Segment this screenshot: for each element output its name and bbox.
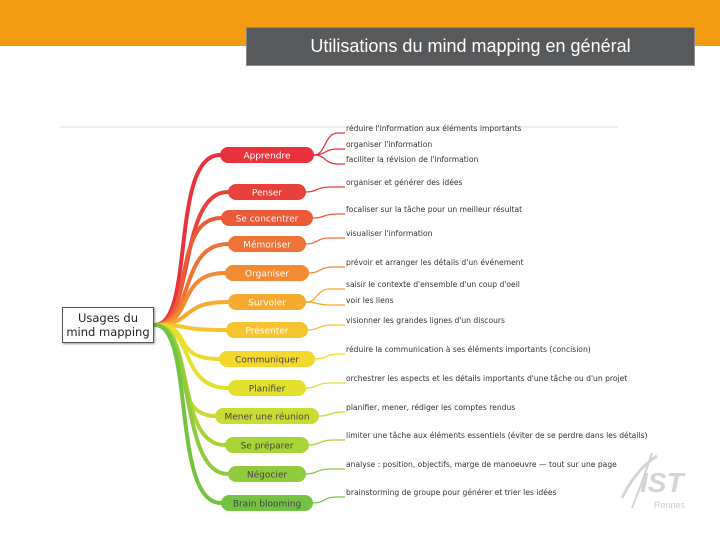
branch-pill [220,147,314,163]
branch-label: Penser [252,189,283,199]
branch-pill [225,265,309,281]
branch-pill [215,408,319,424]
description-connector [313,148,345,156]
branch-label: Apprendre [243,152,291,162]
branch-description: planifier, mener, rédiger les comptes re… [346,403,515,412]
branch-pill [221,495,313,511]
description-connector [312,213,345,219]
branch-description: réduire l'information aux éléments impor… [346,124,521,133]
branch-pill [219,351,315,367]
branch-description: réduire la communication à ses éléments … [346,345,591,354]
branch-label: Présenter [245,326,288,337]
central-topic: Usages du mind mapping [62,307,154,343]
logo-text: IST [640,467,686,498]
description-connector [318,411,345,417]
description-connector [305,186,345,193]
branch-description: visionner les grandes lignes d'un discou… [346,316,505,325]
branch-5: saisir le contexte d'ensemble d'un coup … [153,280,520,327]
description-connector [305,288,345,303]
branch-label: Survoler [248,299,286,309]
description-connector [312,496,345,504]
branch-description: orchestrer les aspects et les détails im… [346,374,627,383]
branch-label: Se concentrer [236,215,299,225]
branch-pill [228,236,306,252]
branch-description: organiser et générer des idées [346,178,463,187]
branch-8: orchestrer les aspects et les détails im… [153,323,627,396]
logo-subtext: Rennes [654,500,686,510]
description-connector [313,132,345,156]
branch-label: Se préparer [241,441,294,452]
branch-description: brainstorming de groupe pour générer et … [346,488,557,497]
ist-logo: IST Rennes [620,452,686,510]
branch-label: Brain blooming [233,500,301,510]
slide-title-box: Utilisations du mind mapping en général [246,27,695,66]
branch-description: voir les liens [346,296,394,305]
branch-label: Mémoriser [243,240,291,251]
description-connector [305,468,345,475]
description-connector [305,382,345,389]
branch-connector [153,216,223,327]
branches-layer: réduire l'information aux éléments impor… [153,124,648,511]
branch-pill [228,466,306,482]
branch-4: prévoir et arranger les détails d'un évé… [153,258,524,327]
slide-title: Utilisations du mind mapping en général [310,36,631,56]
description-connector [308,439,345,446]
branch-description: visualiser l'information [346,229,433,238]
branch-description: organiser l'information [346,140,432,149]
branch-description: prévoir et arranger les détails d'un évé… [346,258,524,267]
branch-label: Communiquer [235,356,299,366]
branch-connector [153,323,223,505]
central-topic-line2: mind mapping [66,325,150,339]
description-connector [308,266,345,274]
branch-pill [225,437,309,453]
branch-pill [228,294,306,310]
description-connector [305,237,345,245]
branch-description: saisir le contexte d'ensemble d'un coup … [346,280,520,289]
description-connector [305,301,345,306]
description-connector [307,324,345,331]
description-connector [313,154,345,165]
branch-description: analyse : position, objectifs, marge de … [346,460,617,469]
branch-pill [221,210,313,226]
branch-description: faciliter la révision de l'information [346,155,478,164]
branch-label: Organiser [245,270,289,280]
branch-label: Planifier [249,385,286,395]
central-topic-line1: Usages du [77,311,139,325]
branch-0: réduire l'information aux éléments impor… [153,124,521,327]
branch-label: Mener une réunion [224,412,309,423]
branch-description: focaliser sur la tâche pour un meilleur … [346,205,522,214]
branch-12: brainstorming de groupe pour générer et … [153,323,557,511]
branch-connector [153,323,230,390]
branch-pill [228,380,306,396]
branch-connector [153,190,230,327]
branch-description: limiter une tâche aux éléments essentiel… [346,431,648,440]
branch-pill [228,184,306,200]
branch-6: visionner les grandes lignes d'un discou… [153,316,505,338]
description-connector [314,353,345,360]
branch-label: Négocier [247,470,287,481]
branch-pill [226,322,308,338]
